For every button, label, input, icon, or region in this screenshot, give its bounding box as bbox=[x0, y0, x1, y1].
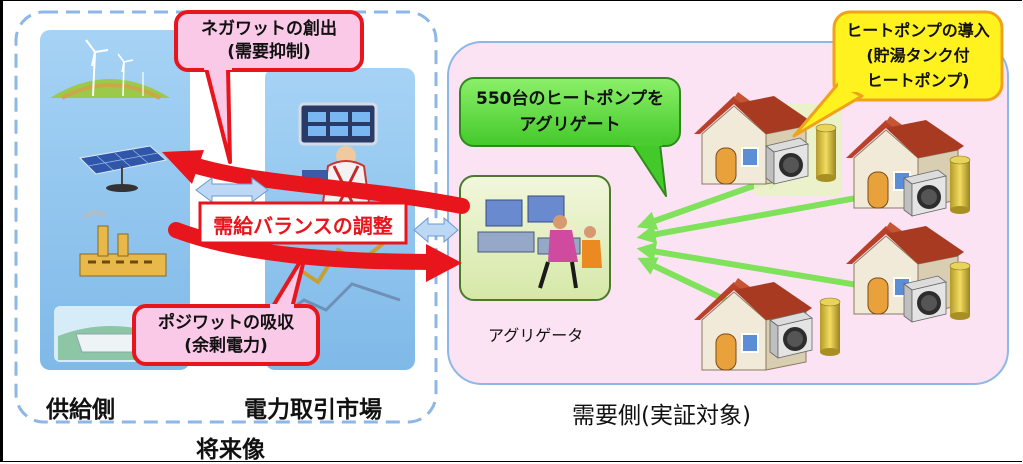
heat-pump-unit-icon bbox=[769, 311, 813, 359]
wind-turbine-icon bbox=[50, 39, 170, 100]
heat-pump-unit-icon bbox=[903, 169, 947, 217]
aggregate-line2: アグリゲート bbox=[519, 115, 621, 135]
aggregate-line1: 550台のヒートポンプを bbox=[476, 89, 664, 109]
heat-pump-line1: ヒートポンプの導入 bbox=[846, 21, 990, 40]
aggregate-callout-text: 550台のヒートポンプを アグリゲート bbox=[460, 86, 680, 138]
aggregator-label: アグリゲータ bbox=[488, 326, 584, 345]
negawatt-line1: ネガワットの創出 bbox=[201, 19, 337, 39]
factory-icon bbox=[79, 211, 167, 277]
supply-side-label: 供給側 bbox=[46, 397, 115, 423]
aggregator-operators-icon bbox=[477, 195, 602, 289]
supply-market-link-arrow bbox=[195, 177, 269, 203]
supply-side-panel bbox=[40, 30, 190, 370]
power-market-label: 電力取引市場 bbox=[244, 397, 382, 423]
aggregate-callout bbox=[459, 77, 681, 197]
heat-pump-unit-icon bbox=[765, 137, 809, 185]
solar-panel-icon bbox=[78, 145, 168, 192]
left-border bbox=[0, 0, 3, 462]
posiwatt-line2: (余剰電力) bbox=[184, 336, 268, 356]
future-vision-label: 将来像 bbox=[196, 437, 265, 463]
balance-label-box bbox=[198, 201, 408, 245]
heat-pump-line3: ヒートポンプ) bbox=[866, 71, 970, 90]
hot-water-tank-icon bbox=[815, 123, 837, 183]
negawatt-arrow bbox=[182, 156, 470, 214]
heat-pump-line2: (貯湯タンク付 bbox=[866, 46, 970, 65]
posiwatt-callout-text: ポジワットの吸収 (余剰電力) bbox=[134, 311, 318, 357]
hot-water-tank-icon bbox=[949, 155, 971, 215]
hot-water-tank-icon bbox=[819, 297, 841, 357]
demand-side-label: 需要側(実証対象) bbox=[572, 403, 751, 429]
balance-label: 需給バランスの調整 bbox=[213, 214, 393, 238]
hot-water-tank-icon bbox=[949, 261, 971, 321]
negawatt-arrowhead bbox=[162, 150, 204, 184]
negawatt-callout bbox=[174, 10, 364, 164]
negawatt-line2: (需要抑制) bbox=[227, 42, 311, 62]
posiwatt-line1: ポジワットの吸収 bbox=[158, 313, 294, 333]
heat-pump-unit-icon bbox=[903, 275, 947, 323]
negawatt-callout-text: ネガワットの創出 (需要抑制) bbox=[176, 17, 362, 63]
posiwatt-callout bbox=[132, 250, 320, 366]
heat-pump-callout-text: ヒートポンプの導入 (貯湯タンク付 ヒートポンプ) bbox=[834, 18, 1002, 93]
heat-pump-callout bbox=[792, 10, 1004, 138]
posiwatt-arrowhead bbox=[426, 244, 462, 282]
market-aggregator-link-arrow bbox=[413, 216, 459, 244]
